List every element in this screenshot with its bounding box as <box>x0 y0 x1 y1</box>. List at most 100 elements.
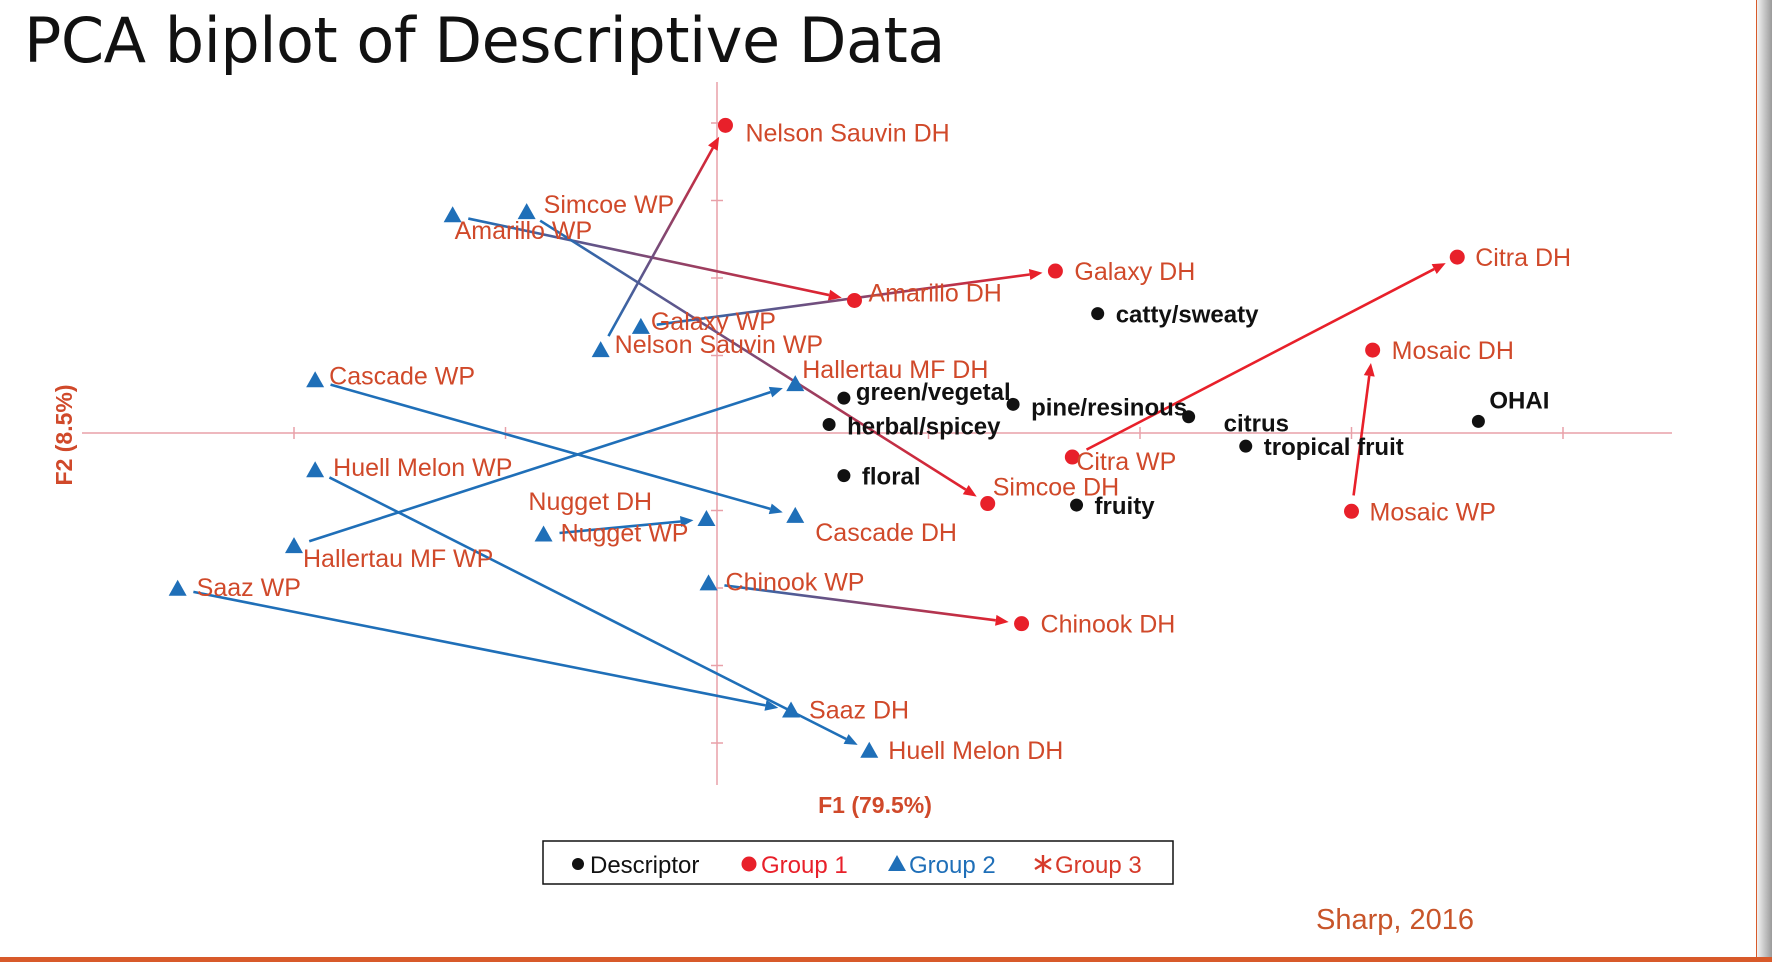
tropical-fruit-label: tropical fruit <box>1264 434 1404 461</box>
simcoe-wp-marker <box>517 203 536 220</box>
arrow-cascade <box>330 383 783 515</box>
galaxy-dh-marker <box>1047 263 1063 279</box>
simcoe-dh-marker <box>980 496 996 512</box>
saaz-wp-marker <box>168 579 187 596</box>
legend-group-3-label: Group 3 <box>1055 852 1142 879</box>
nelson-sauvin-dh-marker <box>717 117 733 133</box>
hallertau-mf-dh-marker <box>786 375 805 392</box>
arrow-citra-shaft <box>1085 267 1435 451</box>
arrow-nugget-head <box>680 516 694 527</box>
galaxy-dh-label: Galaxy DH <box>1074 258 1195 286</box>
green-vegetal-marker <box>837 391 851 405</box>
arrow-huell-melon <box>328 476 858 745</box>
arrow-nelson-sauvin-shaft <box>607 147 714 337</box>
cascade-wp-label: Cascade WP <box>329 362 475 390</box>
pine-resinous-marker <box>1006 397 1020 411</box>
galaxy-wp-label: Galaxy WP <box>651 308 776 336</box>
saaz-dh-marker <box>782 701 801 718</box>
legend-group-1-label: Group 1 <box>761 852 848 879</box>
citrus-marker <box>1182 410 1196 424</box>
arrow-citra-head <box>1431 263 1446 274</box>
nelson-sauvin-wp-label: Nelson Sauvin WP <box>615 331 823 359</box>
legend-group-1-marker <box>741 856 757 872</box>
cascade-wp-marker <box>306 371 325 388</box>
slide-bottom-bar <box>0 957 1772 962</box>
y-axis-title: F2 (8.5%) <box>51 385 77 486</box>
arrow-hallertau-mf-head <box>768 386 783 398</box>
nugget-dh-marker <box>697 510 716 527</box>
arrow-nelson-sauvin <box>607 136 720 337</box>
arrow-chinook-head <box>995 614 1009 626</box>
huell-melon-wp-label: Huell Melon WP <box>333 454 512 482</box>
floral-marker <box>837 469 851 483</box>
points-layer <box>168 117 1485 758</box>
legend-group-2-marker <box>888 855 906 871</box>
arrow-mosaic-head <box>1363 362 1375 377</box>
citrus-label: citrus <box>1224 411 1289 438</box>
slide-right-shadow <box>1757 0 1772 957</box>
amarillo-wp-marker <box>443 206 462 223</box>
catty-sweaty-label: catty/sweaty <box>1116 302 1259 329</box>
labels-layer: catty/sweaty green/vegetal pine/resinous ci… <box>197 119 1571 764</box>
legend-group-3-marker <box>1034 855 1052 873</box>
arrow-simcoe-head <box>962 484 977 497</box>
nugget-wp-label: Nugget WP <box>561 520 689 548</box>
axes: F1 (79.5%) F2 (8.5%) <box>51 82 1672 818</box>
amarillo-wp-label: Amarillo WP <box>455 217 593 245</box>
saaz-wp-label: Saaz WP <box>197 574 301 602</box>
hallertau-mf-wp-label: Hallertau MF WP <box>303 545 493 573</box>
arrow-amarillo-head <box>827 289 842 301</box>
arrow-cascade-head <box>768 503 783 515</box>
mosaic-wp-label: Mosaic WP <box>1370 498 1496 526</box>
arrow-saaz-shaft <box>193 590 766 707</box>
fruity-marker <box>1070 498 1084 512</box>
slide-title: PCA biplot of Descriptive Data <box>24 4 945 77</box>
chinook-wp-marker <box>699 574 718 591</box>
citation: Sharp, 2016 <box>1316 904 1475 936</box>
arrow-simcoe-shaft <box>539 219 967 491</box>
ohai-marker <box>1471 414 1485 428</box>
arrow-nugget-shaft <box>559 520 681 535</box>
legend-descriptor-marker <box>572 858 584 870</box>
nelson-sauvin-wp-marker <box>591 341 610 358</box>
herbal-spicey-label: herbal/spicey <box>847 413 1001 440</box>
hallertau-mf-wp-marker <box>285 537 303 554</box>
chinook-dh-marker <box>1014 616 1030 632</box>
citra-wp-label: Citra WP <box>1076 448 1176 476</box>
chinook-dh-label: Chinook DH <box>1041 611 1176 639</box>
legend-group-2-label: Group 2 <box>909 852 996 879</box>
arrow-citra <box>1085 263 1446 451</box>
nugget-dh-label: Nugget DH <box>528 488 652 516</box>
arrow-huell-melon-head <box>843 734 858 745</box>
pine-resinous-label: pine/resinous <box>1031 394 1187 421</box>
arrow-nelson-sauvin-head <box>708 136 720 151</box>
fruity-label: fruity <box>1095 493 1156 520</box>
arrow-hallertau-mf-shaft <box>308 390 771 543</box>
catty-sweaty-marker <box>1091 307 1105 321</box>
legend: Descriptor Group 1 Group 2 Group 3 <box>542 840 1174 885</box>
floral-label: floral <box>862 464 921 491</box>
green-vegetal-label: green/vegetal <box>856 379 1011 406</box>
hallertau-mf-dh-label: Hallertau MF DH <box>802 356 988 384</box>
arrow-saaz-head <box>764 699 779 711</box>
arrow-amarillo <box>468 217 842 301</box>
legend-descriptor-label: Descriptor <box>590 852 699 879</box>
arrow-huell-melon-shaft <box>328 476 847 741</box>
x-axis-title: F1 (79.5%) <box>818 792 932 818</box>
arrow-galaxy-shaft <box>656 273 1030 326</box>
simcoe-wp-label: Simcoe WP <box>544 191 675 219</box>
galaxy-wp-marker <box>631 317 650 334</box>
cascade-dh-marker <box>786 506 805 523</box>
mosaic-dh-label: Mosaic DH <box>1392 337 1514 365</box>
arrow-layer <box>193 136 1446 745</box>
arrow-cascade-shaft <box>330 383 771 511</box>
arrow-chinook <box>724 584 1009 626</box>
arrow-saaz <box>193 590 779 711</box>
arrow-mosaic <box>1352 362 1375 496</box>
amarillo-dh-label: Amarillo DH <box>868 279 1001 307</box>
cascade-dh-label: Cascade DH <box>815 519 957 547</box>
arrow-nugget <box>559 516 694 535</box>
tropical-fruit-marker <box>1239 439 1253 453</box>
arrow-hallertau-mf <box>308 386 783 543</box>
citra-dh-marker <box>1449 249 1465 265</box>
